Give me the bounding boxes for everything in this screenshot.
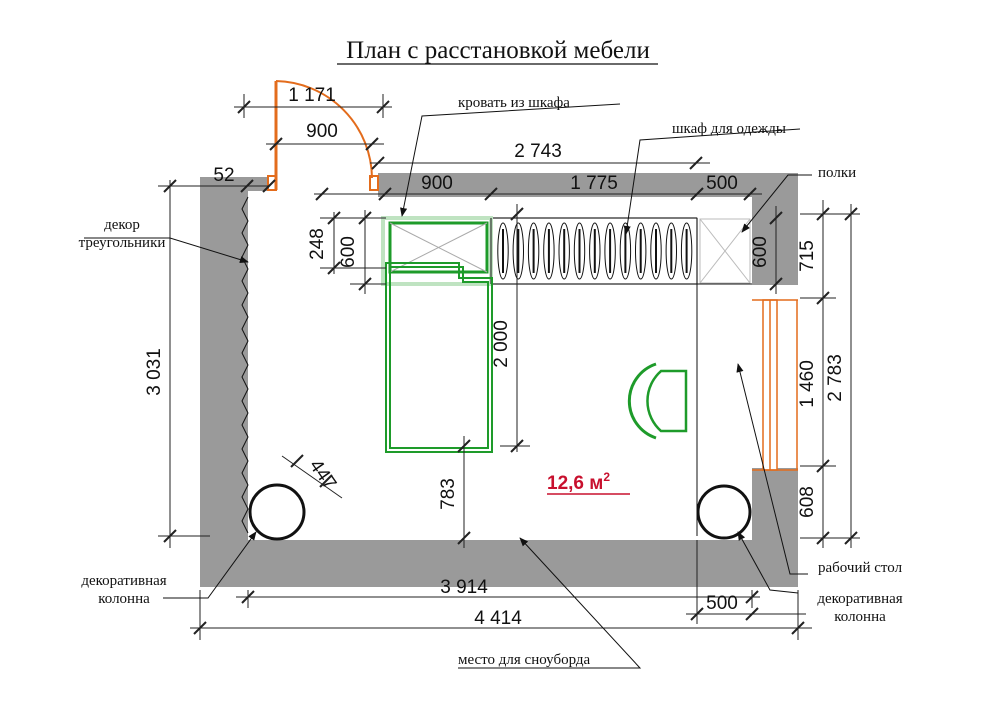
label-wardrobe: шкаф для одежды <box>672 121 786 137</box>
shelves <box>699 218 751 284</box>
wall-right-lower <box>752 468 798 587</box>
wall-bottom <box>200 468 798 587</box>
label-snowboard: место для сноуборда <box>458 652 591 668</box>
hanger <box>589 222 601 280</box>
hanger <box>558 222 570 280</box>
hanger <box>573 222 586 280</box>
dim-bed-depth: 600 <box>338 236 359 268</box>
label-decor-1: декор <box>104 217 140 233</box>
hanger <box>543 222 555 280</box>
hanger <box>635 222 647 280</box>
dim-bed-offset: 248 <box>307 228 328 260</box>
dim-bed-to-wall: 783 <box>438 478 459 510</box>
label-bed: кровать из шкафа <box>458 95 570 111</box>
dim-right-total: 2 783 <box>825 354 846 402</box>
hanger <box>665 222 677 280</box>
area-label: 12,6 м2 <box>547 470 610 494</box>
walls <box>200 173 798 587</box>
plan-title: План с расстановкой мебели <box>346 37 650 64</box>
dim-wardrobe-total: 2 743 <box>514 141 562 162</box>
leader-lines <box>84 103 812 669</box>
wall-top-right <box>378 173 798 285</box>
dim-door-width: 900 <box>306 121 338 142</box>
dim-bed-length: 2 000 <box>491 320 512 368</box>
hanger <box>512 222 524 280</box>
hanger <box>680 222 693 280</box>
hanger <box>497 222 509 280</box>
dim-left-offset: 52 <box>213 165 234 186</box>
label-desk: рабочий стол <box>818 560 903 576</box>
clothes-hangers <box>497 222 693 280</box>
bed <box>385 221 493 453</box>
hanger <box>619 222 632 280</box>
column-right <box>696 484 752 540</box>
hanger <box>527 222 540 280</box>
dim-wardrobe-rod: 1 775 <box>570 173 618 194</box>
label-shelves: полки <box>818 165 856 181</box>
dim-shelf-depth: 600 <box>750 236 771 268</box>
wardrobe <box>381 216 752 536</box>
window <box>752 299 798 471</box>
column-left <box>248 483 306 541</box>
dim-column-diameter: 447 <box>305 456 340 494</box>
dim-right-top: 715 <box>797 240 818 272</box>
hanger <box>650 222 662 280</box>
dim-bottom-right: 500 <box>706 593 738 614</box>
label-decor-2: треугольники <box>79 235 166 251</box>
dim-left-total: 3 031 <box>144 348 165 396</box>
wall-left <box>200 177 248 587</box>
dim-door-total: 1 171 <box>288 85 336 106</box>
annotations: кровать из шкафа шкаф для одежды полки д… <box>79 95 903 668</box>
decor-triangles <box>241 196 249 534</box>
label-column-left-2: колонна <box>98 591 150 607</box>
dimension-lines <box>158 94 860 640</box>
dim-shelf-width: 500 <box>706 173 738 194</box>
dim-window: 1 460 <box>797 360 818 408</box>
label-column-right-1: декоративная <box>817 591 902 607</box>
dim-inner-width: 3 914 <box>440 577 488 598</box>
label-column-left-1: декоративная <box>81 573 166 589</box>
dimension-labels: 1 171 900 2 743 900 1 775 500 52 248 600… <box>144 85 846 629</box>
label-column-right-2: колонна <box>834 609 886 625</box>
dim-outer-width: 4 414 <box>474 608 522 629</box>
hanger <box>604 222 616 280</box>
desk-chair <box>627 362 688 440</box>
dim-bed-width: 900 <box>421 173 453 194</box>
dim-right-bottom: 608 <box>797 486 818 518</box>
